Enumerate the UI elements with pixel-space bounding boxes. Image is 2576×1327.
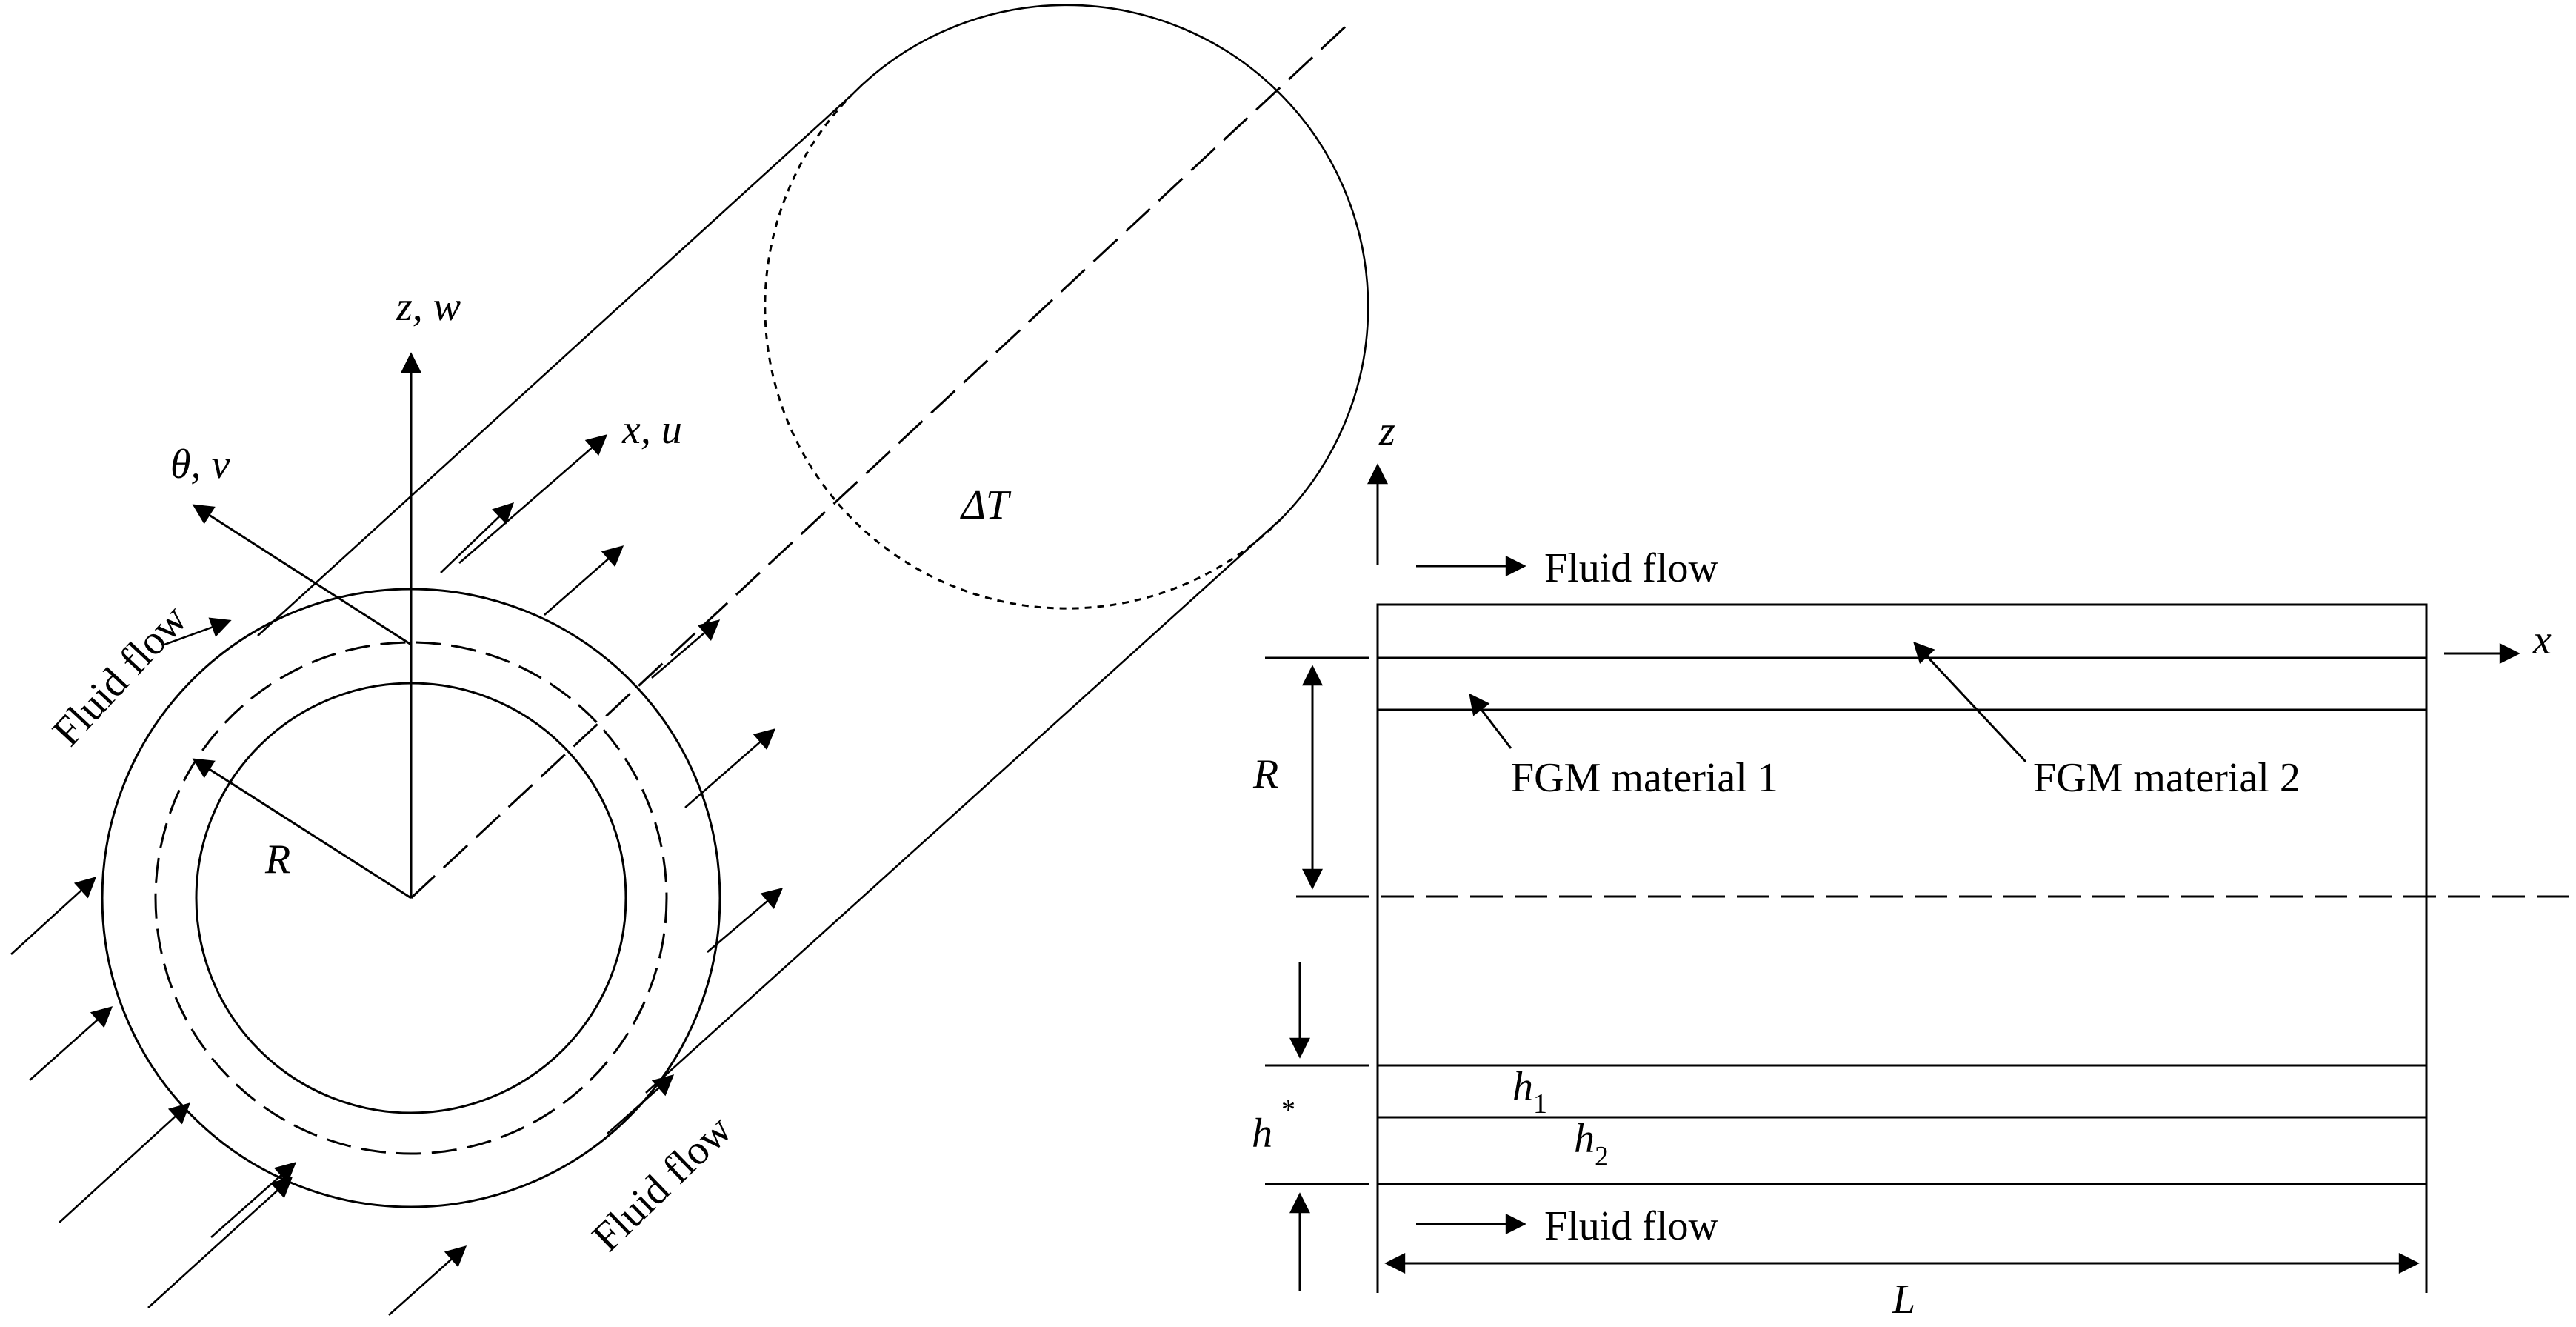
pipe-middle-ring — [154, 641, 668, 1155]
flow-arrow — [164, 617, 232, 646]
flow-arrow — [10, 877, 97, 955]
flow-arrow — [59, 1102, 191, 1223]
flow-arrow — [29, 1006, 113, 1081]
section-x-axis-label: x — [2532, 617, 2552, 663]
flow-arrow — [651, 619, 721, 679]
pipe-3d-view: z, w x, u θ, v R ΔT Fluid flow Fluid flo… — [10, 4, 1369, 1316]
flow-arrow — [210, 1162, 297, 1238]
far-end-hidden-arc — [764, 93, 1283, 610]
radius-arrow — [192, 758, 412, 899]
flow-label-top-left: Fluid flow — [44, 596, 196, 754]
material-2-leader — [1913, 641, 2027, 763]
material-1-label: FGM material 1 — [1511, 755, 1778, 801]
pipe-center-axis — [410, 19, 1353, 899]
flow-arrow — [388, 1245, 467, 1316]
left-radius-label: R — [264, 837, 290, 882]
flow-arrow — [440, 502, 515, 573]
thickness-superscript: * — [1281, 1094, 1295, 1125]
left-z-axis-label: z, w — [396, 284, 461, 330]
flow-arrow — [707, 888, 784, 953]
length-label: L — [1892, 1277, 1915, 1323]
section-radius-label: R — [1252, 751, 1278, 797]
flow-arrow — [607, 1074, 675, 1134]
flow-arrow — [458, 434, 608, 564]
layer-1-label: h — [1512, 1064, 1533, 1110]
section-flow-label-bottom: Fluid flow — [1544, 1203, 1718, 1249]
far-end-solid-arc — [851, 4, 1369, 519]
section-z-axis-label: z — [1378, 408, 1395, 454]
pipe-upper-tangent — [257, 94, 852, 636]
flow-arrows-3d — [10, 434, 784, 1316]
thickness-label: h — [1252, 1111, 1272, 1157]
material-2-label: FGM material 2 — [2033, 755, 2300, 801]
layer-2-label: h — [1574, 1116, 1595, 1162]
flow-arrow — [544, 545, 624, 616]
pipe-section-view: z x Fluid flow Fluid flow R h * h 1 h 2 … — [1252, 408, 2570, 1323]
pipe-lower-tangent — [645, 518, 1282, 1094]
left-theta-axis-label: θ, v — [170, 442, 230, 488]
left-x-axis-label: x, u — [621, 407, 682, 453]
flow-label-bottom-left: Fluid flow — [584, 1106, 741, 1260]
section-flow-label-top: Fluid flow — [1544, 545, 1718, 591]
flow-arrow — [684, 728, 776, 808]
layer-1-subscript: 1 — [1533, 1088, 1547, 1120]
material-1-leader — [1469, 693, 1512, 749]
temperature-label: ΔT — [960, 482, 1012, 528]
section-outline — [1376, 603, 2428, 1185]
theta-axis-arrow — [192, 504, 412, 646]
flow-arrow — [147, 1177, 293, 1308]
layer-2-subscript: 2 — [1595, 1141, 1609, 1172]
